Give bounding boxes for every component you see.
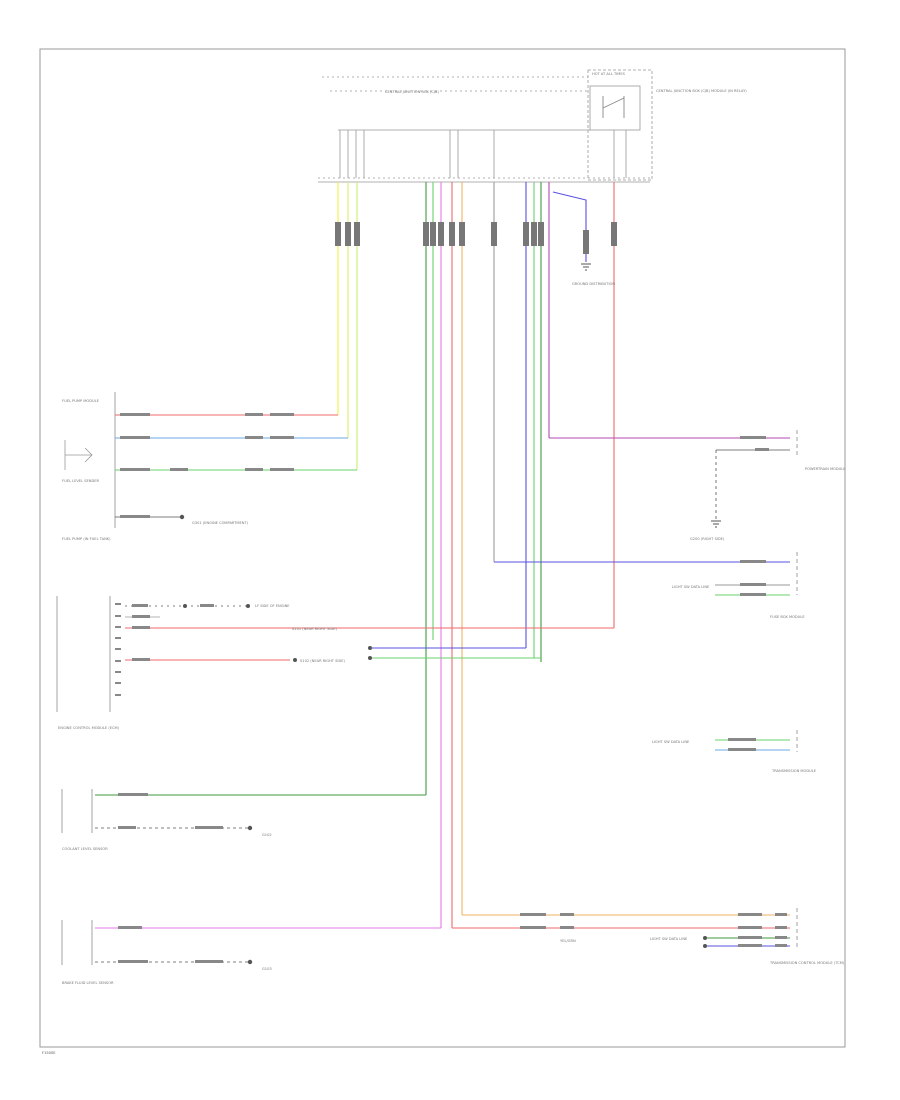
fuel-ground-label: G301 (ENGINE COMPARTMENT) [192, 521, 249, 525]
relay-box [587, 69, 653, 181]
r-tag-2 [755, 448, 769, 451]
ecm-dot-5 [368, 656, 372, 660]
ground-mid-label: GROUND DISTRIBUTION [572, 282, 615, 286]
footer-label: F150SE [42, 1051, 56, 1055]
ecm-wires [125, 605, 614, 661]
coolant-tag-1 [118, 793, 148, 796]
relay-switch [602, 96, 625, 118]
pk-label: YEL/GRN [560, 939, 576, 943]
brake-tag-1 [118, 926, 142, 929]
bus-connectors [339, 130, 495, 178]
r-dot-4a [703, 936, 707, 940]
r-ground-label: G200 (RIGHT SIDE) [690, 537, 725, 541]
brake-label-2: G103 [262, 967, 272, 971]
fuel-sensor-label-1: FUEL PUMP MODULE [62, 399, 100, 403]
coolant-label-1: COOLANT LEVEL SENSOR [62, 847, 108, 851]
brake-label-1: BRAKE FLUID LEVEL SENSOR [62, 981, 114, 985]
relay-caption: CENTRAL JUNCTION BOX (CJB) MODULE (IN RE… [656, 89, 747, 93]
ecm-pin-ticks [115, 603, 121, 696]
ground-symbol-top [581, 263, 591, 271]
brake-tag-3 [195, 960, 223, 963]
ecm-wire-tags [132, 604, 214, 661]
fuel-sender-symbol [64, 440, 93, 470]
r-module-1-label: POWERTRAIN MODULE [805, 467, 846, 471]
fuel-sensor-label-2: FUEL LEVEL SENDER [62, 479, 100, 483]
relay-outline [587, 69, 653, 181]
r-dot-4b [703, 944, 707, 948]
wire-violet-to-gnd [552, 191, 587, 262]
relay-title: HOT AT ALL TIMES [592, 72, 626, 76]
ecm-dot-1 [183, 604, 187, 608]
bus-heading: CENTRAL JUNCTION BOX (CJB) [385, 90, 439, 94]
ecm-dot-2 [246, 604, 250, 608]
fuel-pump-label: FUEL PUMP (IN FUEL TANK) [62, 537, 111, 541]
r-ground-symbol [711, 520, 721, 528]
fuel-pump-module [64, 392, 116, 528]
brake-tag-2 [118, 960, 148, 963]
lf-data-1: LIGHT SW DATA LINE [672, 585, 710, 589]
r-module-4-label: TRANSMISSION CONTROL MODULE (TCM) [769, 961, 845, 965]
lf-data-2: LIGHT SW DATA LINE [652, 740, 690, 744]
junction-box-header [318, 76, 650, 183]
r-tag-7 [728, 748, 756, 751]
fuse-lf-label: LF SIDE OF ENGINE [255, 604, 290, 608]
inline-connectors [335, 222, 617, 254]
ecm-dot-4 [368, 646, 372, 650]
splice-2-label: S102 (NEAR RIGHT SIDE) [300, 659, 346, 663]
r-tags-4 [520, 913, 787, 947]
r-tag-5 [740, 593, 766, 596]
diagram-frame [39, 48, 846, 1048]
brake-ground-dot [247, 959, 253, 965]
ecm-dot-3 [293, 658, 297, 662]
splice-1-label: S101 (NEAR RIGHT SIDE) [292, 627, 338, 631]
fuel-ground-dot [179, 514, 185, 520]
coolant-tag-2 [118, 826, 136, 829]
coolant-ground-dot [247, 825, 253, 831]
r-tag-3 [740, 560, 766, 563]
lf-data-3: LIGHT SW DATA LINE [650, 937, 688, 941]
coolant-label-2: G102 [262, 833, 272, 837]
r-tag-6 [728, 738, 756, 741]
ecm-label: ENGINE CONTROL MODULE (ECM) [58, 726, 120, 730]
r-tag-1 [740, 436, 766, 439]
r-module-2-label: FUSE BOX MODULE [770, 615, 805, 619]
coolant-tag-3 [195, 826, 223, 829]
fuel-wires [115, 414, 357, 518]
r-tag-4 [740, 583, 766, 586]
r-module-3-label: TRANSMISSION MODULE [771, 769, 817, 773]
fuel-wire-tags [120, 413, 294, 518]
vertical-wires [337, 182, 615, 928]
relay-inner [589, 85, 641, 131]
